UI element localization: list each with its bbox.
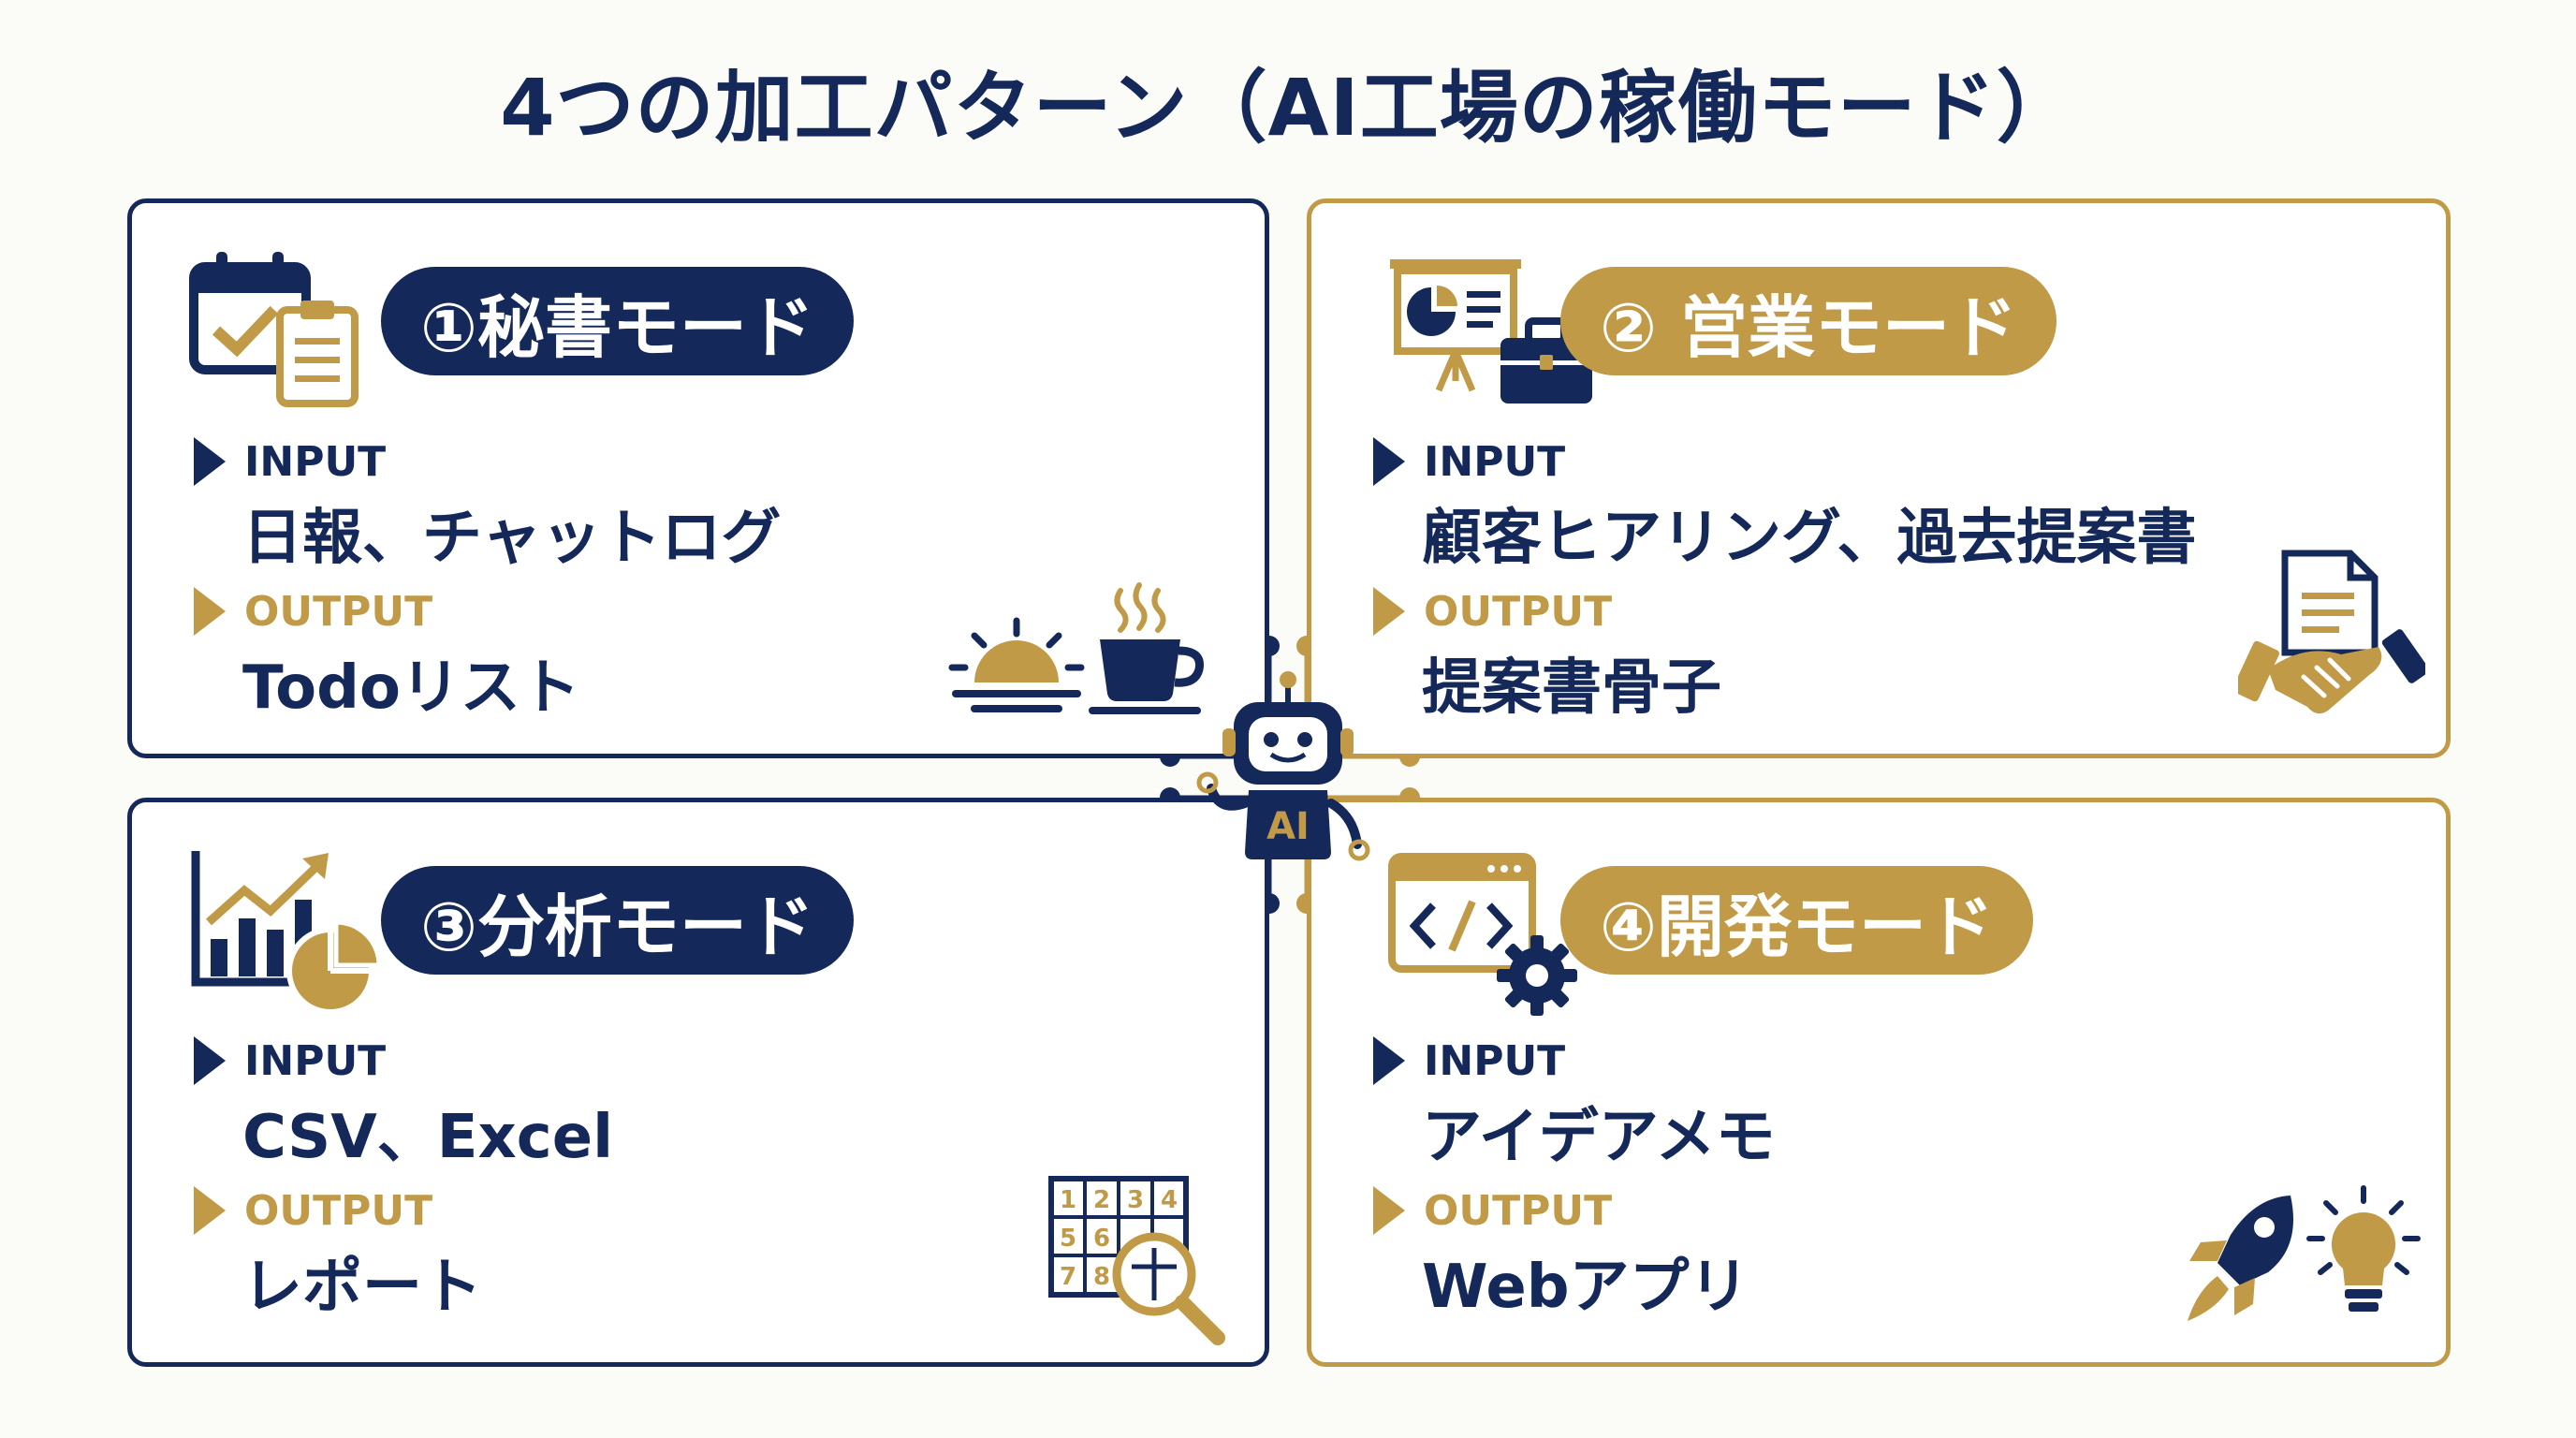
svg-text:4: 4 bbox=[1161, 1186, 1178, 1214]
triangle-icon bbox=[194, 587, 226, 636]
mode-label: ③分析モード bbox=[381, 866, 854, 975]
gear-icon bbox=[1497, 935, 1577, 1016]
svg-text:7: 7 bbox=[1060, 1263, 1076, 1291]
output-value: Webアプリ bbox=[1422, 1253, 1749, 1322]
mode-label: ④開発モード bbox=[1560, 866, 2033, 975]
pie-chart-icon bbox=[286, 919, 382, 1015]
svg-text:5: 5 bbox=[1060, 1225, 1076, 1253]
output-label: OUTPUT bbox=[194, 1186, 432, 1235]
output-value: レポート bbox=[242, 1253, 482, 1322]
output-value: 提案書骨子 bbox=[1422, 653, 1721, 723]
lightbulb-icon bbox=[2306, 1185, 2421, 1312]
mode-card-secretary: ①秘書モード INPUT 日報、チャットログ OUTPUT Todoリスト bbox=[127, 198, 1269, 758]
handshake-document-icon bbox=[2238, 550, 2425, 714]
number-grid-magnifier-icon: 1 2 3 4 5 6 7 8 bbox=[1048, 1176, 1225, 1345]
input-value: アイデアメモ bbox=[1422, 1103, 1776, 1172]
triangle-icon bbox=[1373, 1036, 1405, 1085]
mode-card-sales: ② 営業モード INPUT 顧客ヒアリング、過去提案書 OUTPUT 提案書骨子 bbox=[1307, 198, 2451, 758]
output-label: OUTPUT bbox=[1373, 1186, 1612, 1235]
output-value: Todoリスト bbox=[242, 653, 580, 723]
output-label: OUTPUT bbox=[1373, 587, 1612, 636]
input-label: INPUT bbox=[1373, 1036, 1565, 1085]
svg-text:6: 6 bbox=[1093, 1225, 1110, 1253]
mode-card-analysis: ③分析モード INPUT CSV、Excel OUTPUT レポート 1 2 3… bbox=[127, 798, 1269, 1367]
mode-card-development: ④開発モード INPUT アイデアメモ OUTPUT Webアプリ bbox=[1307, 798, 2451, 1367]
clipboard-icon bbox=[276, 301, 359, 407]
mode-label: ② 営業モード bbox=[1560, 267, 2057, 375]
triangle-icon bbox=[1373, 437, 1405, 486]
coffee-cup-icon bbox=[1089, 582, 1205, 714]
input-label: INPUT bbox=[194, 1036, 386, 1085]
svg-text:1: 1 bbox=[1060, 1186, 1076, 1214]
robot-label: AI bbox=[1266, 805, 1310, 848]
page-title: 4つの加工パターン（AI工場の稼働モード） bbox=[500, 62, 2076, 154]
input-value: 日報、チャットログ bbox=[242, 504, 782, 573]
input-label: INPUT bbox=[1373, 437, 1565, 486]
sunrise-icon bbox=[948, 617, 1085, 712]
svg-text:8: 8 bbox=[1093, 1263, 1110, 1291]
input-value: 顧客ヒアリング、過去提案書 bbox=[1422, 504, 2197, 573]
mode-label: ①秘書モード bbox=[381, 267, 854, 375]
triangle-icon bbox=[194, 437, 226, 486]
output-label: OUTPUT bbox=[194, 587, 432, 636]
triangle-icon bbox=[194, 1186, 226, 1235]
triangle-icon bbox=[1373, 1186, 1405, 1235]
triangle-icon bbox=[194, 1036, 226, 1085]
input-value: CSV、Excel bbox=[242, 1103, 614, 1172]
robot-icon: AI bbox=[1196, 671, 1370, 861]
input-label: INPUT bbox=[194, 437, 386, 486]
presentation-board-icon bbox=[1390, 259, 1521, 392]
svg-text:2: 2 bbox=[1093, 1186, 1110, 1214]
svg-text:3: 3 bbox=[1127, 1186, 1144, 1214]
code-window-icon bbox=[1388, 853, 1536, 973]
triangle-icon bbox=[1373, 587, 1405, 636]
rocket-icon bbox=[2188, 1196, 2293, 1321]
